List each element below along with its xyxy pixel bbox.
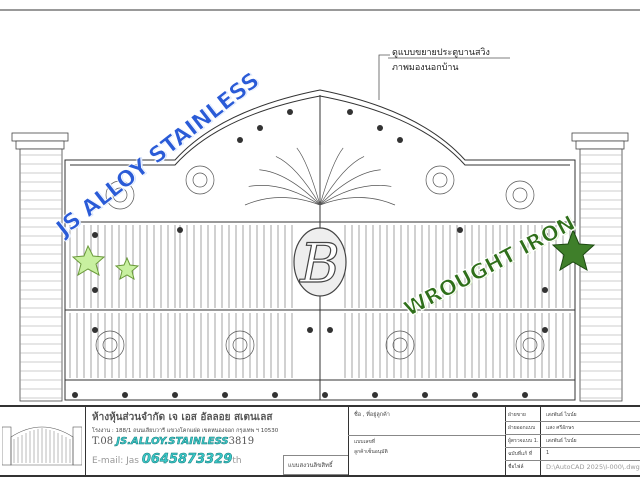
- customer-sign-label: ลูกค้าเซ็นอนุมัติ: [354, 449, 388, 455]
- email: E-mail: Jas 0645873329th: [92, 452, 242, 468]
- copyright-label: แบบสงวนลิขสิทธิ์: [288, 462, 333, 469]
- row-value: แสง ศรีอักษร: [546, 425, 575, 431]
- star-icon: [114, 256, 140, 281]
- scroll: [185, 165, 215, 195]
- rosette: [72, 392, 78, 398]
- rosette: [237, 137, 243, 143]
- row-value: เสงพันธ์ ไบน์ย: [546, 438, 577, 444]
- fan-feather: [259, 169, 321, 206]
- fan-feather: [296, 147, 321, 206]
- fan-feather: [319, 169, 381, 206]
- rosette: [177, 227, 183, 233]
- callout-line2: ภาพมองนอกบ้าน: [392, 63, 459, 73]
- scroll: [225, 330, 255, 360]
- rosette: [472, 392, 478, 398]
- row-label: ฝ่ายขาย: [508, 412, 526, 418]
- rosette: [422, 392, 428, 398]
- customer-name-label: ชื่อ , ที่อยู่ลูกค้า: [354, 412, 390, 418]
- email-prefix: E-mail: Jas: [92, 456, 139, 466]
- row-label: ฉบับที่แก้ ที่: [508, 451, 533, 457]
- rosette: [327, 327, 333, 333]
- rosette: [122, 392, 128, 398]
- rosette: [377, 125, 383, 131]
- rosette: [397, 137, 403, 143]
- fan-feather: [319, 185, 392, 206]
- tel-prefix: T.08: [92, 436, 114, 447]
- callout-leader: [378, 54, 510, 100]
- fan-feather: [319, 147, 344, 206]
- scroll: [392, 337, 408, 353]
- tel-suffix: 3819: [228, 436, 255, 447]
- star-icon: [551, 228, 596, 272]
- gate-frame: [64, 89, 576, 401]
- telephone: T.08 JS.ALLOY.STAINLESS3819: [92, 436, 255, 448]
- row-label: ผู้ตรวจแบบ 1.: [508, 438, 539, 444]
- scroll: [102, 337, 118, 353]
- row-value: D:\AutoCAD 2025\I-000\.dwg: [546, 463, 640, 471]
- phone-overlay: 0645873329: [141, 452, 233, 468]
- scroll: [95, 330, 125, 360]
- gate-thumbnail: [2, 426, 82, 466]
- fan-feather: [319, 197, 396, 206]
- drawing-number-label: แบบเลขที่: [354, 439, 376, 445]
- row-label: ชื่อไฟล์: [508, 464, 524, 470]
- gate-rosettes: [72, 109, 548, 398]
- fan-feather: [319, 156, 365, 206]
- rosette: [307, 327, 313, 333]
- company-name: ห้างหุ้นส่วนจำกัด เจ เอส อัลลอย สเตนเลส: [92, 412, 273, 423]
- star-icon: [71, 244, 106, 277]
- scroll: [232, 337, 248, 353]
- scroll: [385, 330, 415, 360]
- rosette: [222, 392, 228, 398]
- callout-line1: ดูแบบขยายประตูบานสวิง: [392, 48, 490, 58]
- scroll: [522, 337, 538, 353]
- rosette: [522, 392, 528, 398]
- rosette: [542, 287, 548, 293]
- rosette: [347, 109, 353, 115]
- rosette: [322, 392, 328, 398]
- brand-inline-text: JS.ALLOY.STAINLESS: [116, 436, 229, 448]
- rosette: [287, 109, 293, 115]
- scroll: [432, 172, 448, 188]
- gate-ornaments: [95, 165, 545, 360]
- rosette: [257, 125, 263, 131]
- fan-feather: [275, 156, 321, 206]
- gate-bars: [69, 225, 571, 378]
- monogram-letter: B: [299, 232, 340, 295]
- rosette: [92, 327, 98, 333]
- rosette: [457, 227, 463, 233]
- star-decorations: [71, 228, 596, 281]
- rosette: [172, 392, 178, 398]
- pillar-courses: [20, 154, 622, 399]
- rosette: [272, 392, 278, 398]
- scroll: [505, 180, 535, 210]
- fan-feather: [244, 197, 321, 206]
- callout-label: ดูแบบขยายประตูบานสวิง ภาพมองนอกบ้าน: [392, 46, 490, 76]
- row-label: ฝ่ายออกแบบ: [508, 425, 536, 431]
- rosette: [542, 327, 548, 333]
- row-value: เสงพันธ์ ไบน์ย: [546, 412, 577, 418]
- email-suffix: th: [232, 456, 242, 466]
- rosette: [372, 392, 378, 398]
- scroll: [112, 187, 128, 203]
- monogram-medallion: [293, 227, 347, 297]
- rosette: [92, 287, 98, 293]
- peacock-fan: [244, 145, 396, 206]
- scroll: [512, 187, 528, 203]
- company-address: โรงงาน : 188/1 ถนนเลียบวารี แขวงโคกแฝด เ…: [92, 428, 279, 434]
- scroll: [192, 172, 208, 188]
- scroll: [105, 180, 135, 210]
- scroll: [425, 165, 455, 195]
- rosette: [542, 232, 548, 238]
- rosette: [92, 232, 98, 238]
- title-block: ห้างหุ้นส่วนจำกัด เจ เอส อัลลอย สเตนเลส …: [0, 405, 640, 477]
- scroll: [515, 330, 545, 360]
- row-value: 1: [546, 450, 550, 456]
- fan-feather: [248, 185, 321, 206]
